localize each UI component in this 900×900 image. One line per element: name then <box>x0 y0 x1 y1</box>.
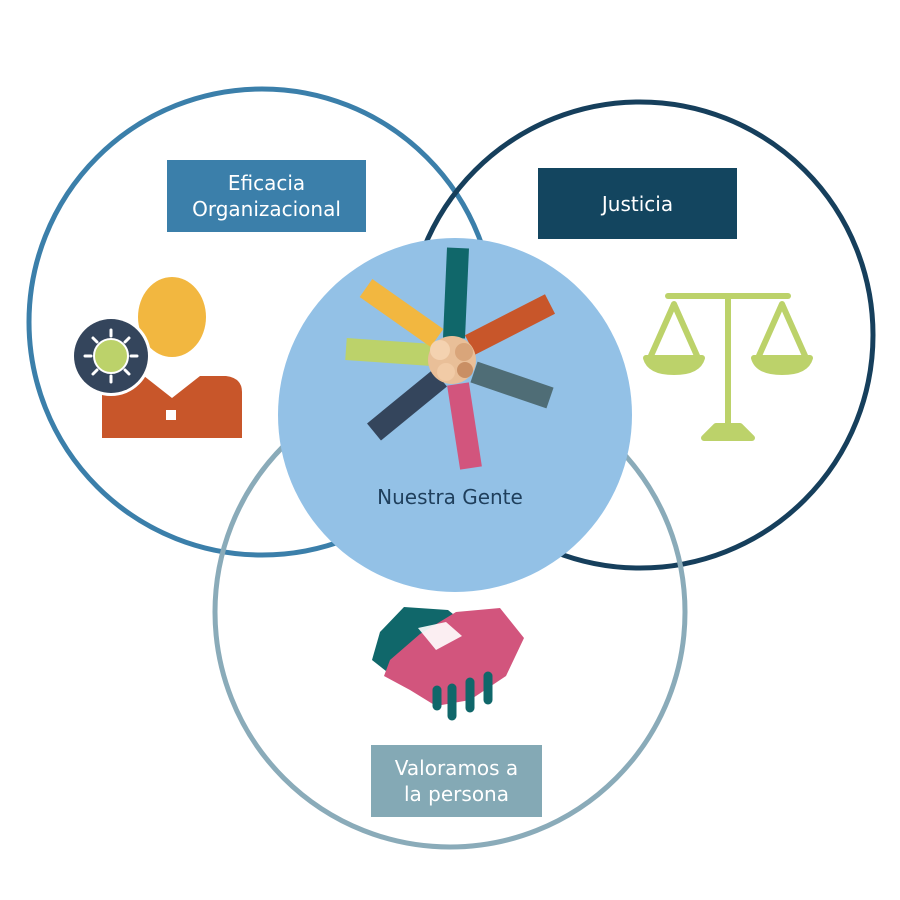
label-justicia-text: Justicia <box>601 191 674 216</box>
team-hands-together-icon <box>345 247 556 470</box>
label-nuestra-gente: Nuestra Gente <box>377 485 523 509</box>
person-with-gear-icon <box>71 277 242 438</box>
label-justicia: Justicia <box>538 168 737 239</box>
label-valoramos-line1: Valoramos a <box>394 756 519 780</box>
scales-of-justice-icon <box>643 293 813 441</box>
label-eficacia-line1: Eficacia <box>227 171 306 195</box>
label-valoramos-a-la-persona: Valoramos a la persona <box>371 745 542 817</box>
label-valoramos-line2: la persona <box>404 782 509 806</box>
label-eficacia-organizacional: Eficacia Organizacional <box>167 160 366 232</box>
label-eficacia-line2: Organizacional <box>192 197 341 221</box>
handshake-icon <box>372 607 524 721</box>
